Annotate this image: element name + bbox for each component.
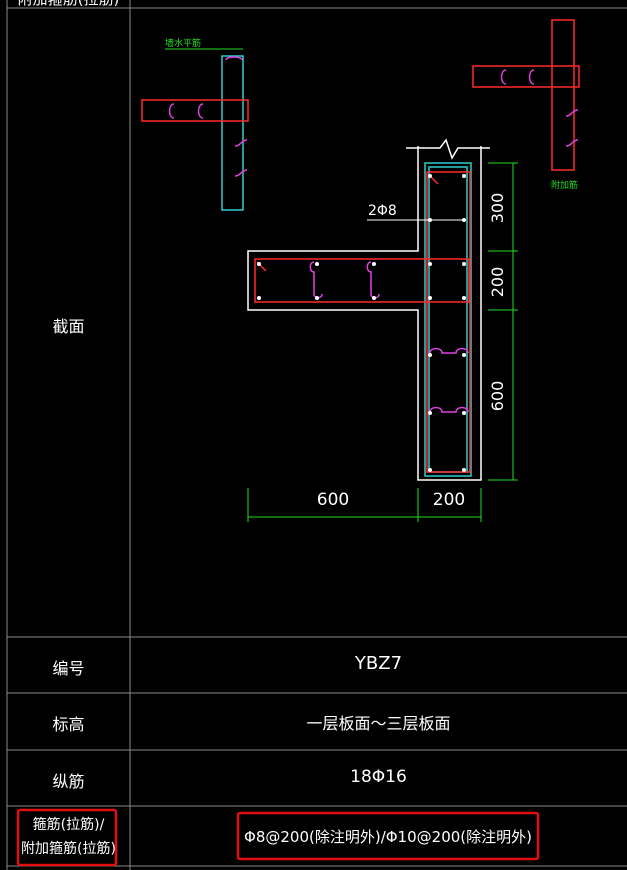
row-label-stirrups-line2: 附加箍筋(拉筋) (21, 841, 116, 857)
magenta-ties (309, 261, 469, 413)
row-label-stirrups-line1: 箍筋(拉筋)/ (32, 817, 105, 833)
red-stirrups (254, 171, 471, 473)
rebar-dots (257, 174, 466, 472)
rebar-note: 2Φ8 (368, 203, 397, 219)
dimension-lines (247, 162, 518, 522)
dim-label-300: 300 (488, 193, 507, 224)
row-value-number: YBZ7 (354, 653, 403, 674)
top-partial-label: 附加箍筋(拉筋) (7, 0, 130, 9)
table-grid (6, 0, 627, 870)
row-value-elevation: 一层板面～三层板面 (306, 714, 451, 733)
dim-label-600-h: 600 (317, 490, 349, 510)
row-value-stirrups: Φ8@200(除注明外)/Φ10@200(除注明外) (244, 828, 532, 846)
highlight-boxes (16, 808, 540, 867)
dim-label-200-h: 200 (433, 490, 465, 510)
column-stirrups (424, 162, 472, 477)
section-label: 截面 (52, 317, 85, 336)
row-label-number: 编号 (52, 659, 85, 678)
left-detail-note: 墙水平筋 (165, 37, 201, 49)
section-outline (247, 138, 490, 481)
left-detail (141, 48, 249, 211)
dim-label-200-v: 200 (488, 267, 507, 298)
right-detail-note: 附加筋 (551, 179, 578, 191)
row-label-longitudinal: 纵筋 (52, 772, 85, 791)
row-label-elevation: 标高 (52, 715, 85, 734)
right-detail (472, 19, 580, 171)
dim-label-600-v: 600 (488, 381, 507, 412)
row-value-longitudinal: 18Φ16 (350, 767, 407, 787)
